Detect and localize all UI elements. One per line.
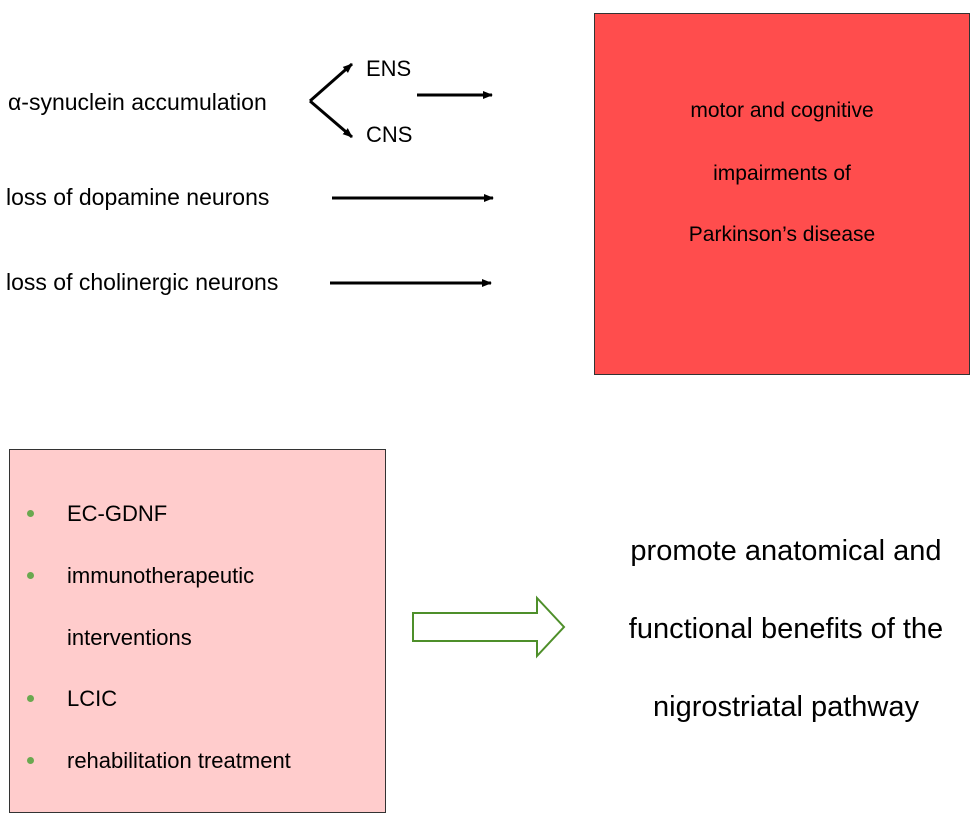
treatment-outcome-arrow xyxy=(412,595,566,659)
outcome-line-1: promote anatomical and xyxy=(630,535,942,567)
cholinergic-label: loss of cholinergic neurons xyxy=(6,269,279,295)
arrow-to-cns xyxy=(309,99,353,139)
treatment-ec-gdnf: EC-GDNF xyxy=(67,501,168,526)
treatment-box: EC-GDNF immunotherapeutic interventions … xyxy=(9,449,386,813)
cns-label: CNS xyxy=(366,122,413,147)
ens-label: ENS xyxy=(366,56,412,81)
bullet-immunotherapeutic xyxy=(27,572,34,579)
treatment-interventions: interventions xyxy=(67,625,192,650)
bullet-lcic xyxy=(27,695,34,702)
synuclein-label: α-synuclein accumulation xyxy=(8,89,267,115)
treatment-lcic: LCIC xyxy=(67,686,118,711)
result-line-2: impairments of xyxy=(713,162,851,185)
result-line-3: Parkinson’s disease xyxy=(688,223,876,246)
result-line-1: motor and cognitive xyxy=(690,99,874,122)
outcome-line-3: nigrostriatal pathway xyxy=(653,691,919,723)
arrow-to-ens xyxy=(309,62,353,103)
treatment-immunotherapeutic: immunotherapeutic xyxy=(67,563,255,588)
treatment-rehabilitation: rehabilitation treatment xyxy=(67,748,291,773)
outcome-line-2: functional benefits of the xyxy=(628,613,944,645)
dopamine-label: loss of dopamine neurons xyxy=(6,184,270,210)
pd-impairments-box: motor and cognitive impairments of Parki… xyxy=(594,13,970,375)
bullet-rehabilitation xyxy=(27,757,34,764)
bullet-ec-gdnf xyxy=(27,510,34,517)
